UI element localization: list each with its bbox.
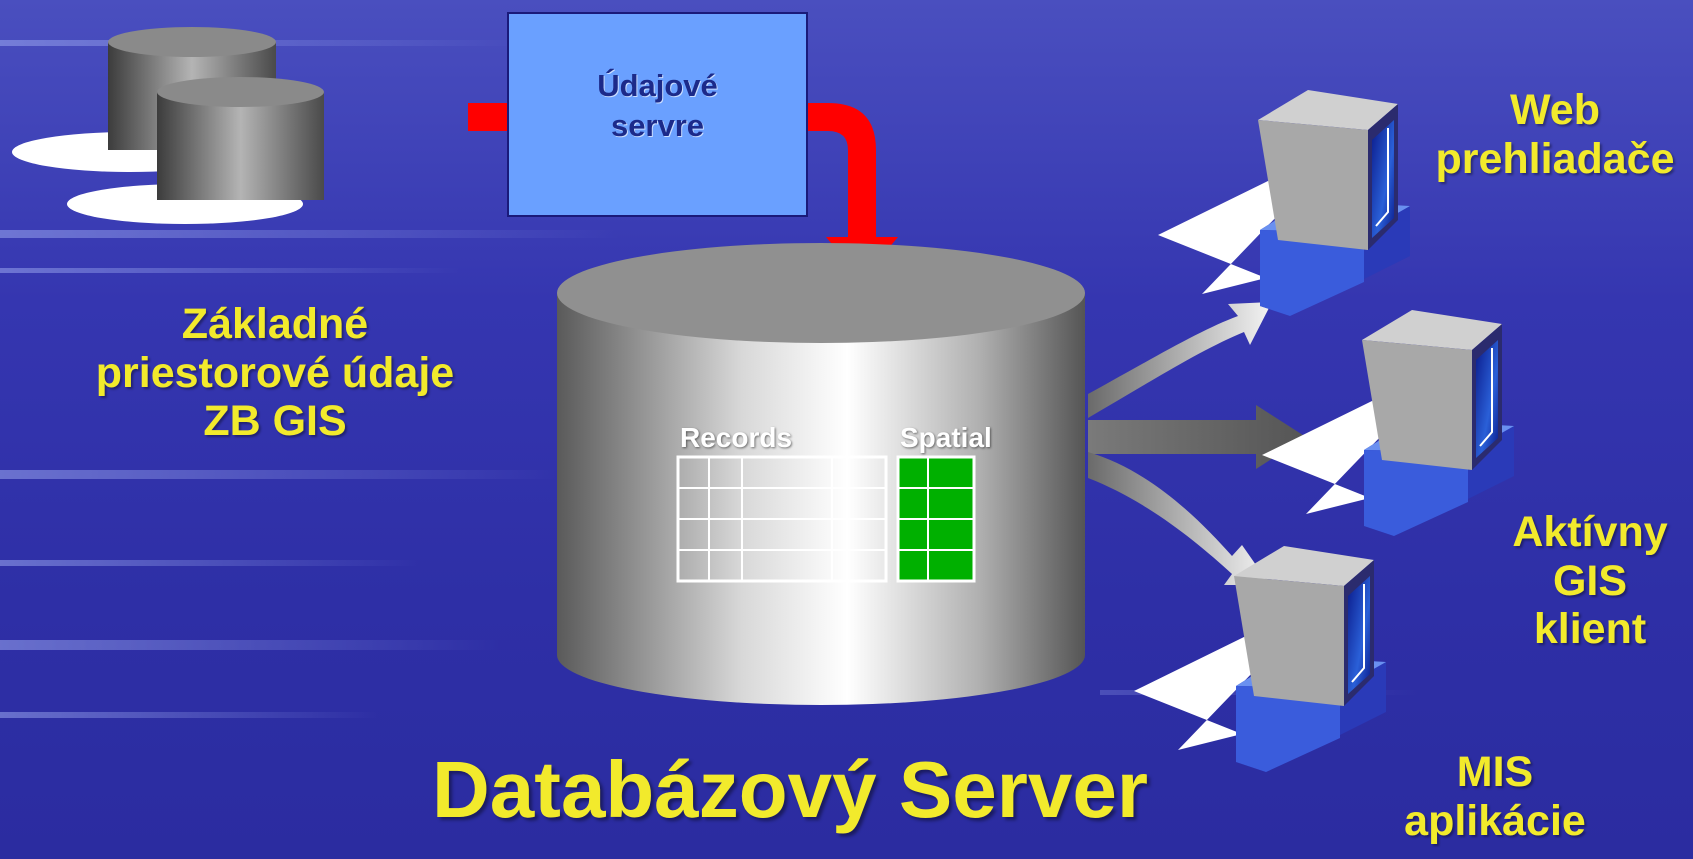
database-server-title: Databázový Server — [432, 745, 1148, 834]
mis-line-1: MIS — [1456, 748, 1534, 796]
mis-line-2: aplikácie — [1404, 796, 1586, 845]
data-servers-box: Údajové servre — [507, 12, 808, 217]
database-cylinder — [557, 243, 1085, 705]
spatial-label: Spatial — [900, 422, 992, 453]
basic-data-line-2: priestorové údaje — [95, 348, 455, 397]
basic-data-line-1: Základné — [181, 300, 369, 348]
basic-data-label: Základné priestorové údaje ZB GIS — [60, 300, 490, 446]
web-browsers-line-1: Web — [1510, 86, 1600, 134]
active-gis-line-3: klient — [1533, 605, 1647, 654]
records-table — [676, 455, 888, 583]
basic-data-line-3: ZB GIS — [203, 397, 347, 446]
mis-applications-label: MIS aplikácie — [1380, 748, 1610, 845]
source-database-icon — [12, 27, 324, 224]
data-servers-label: Údajové servre — [597, 68, 718, 143]
web-browser-computer-icon — [1158, 90, 1410, 316]
records-label: Records — [680, 422, 793, 453]
web-browsers-line-2: prehliadače — [1435, 134, 1675, 183]
active-gis-line-1: Aktívny — [1512, 508, 1668, 556]
red-connector — [468, 103, 898, 280]
active-gis-client-label: Aktívny GIS klient — [1490, 508, 1690, 654]
mis-computer-icon — [1134, 546, 1386, 772]
spatial-table — [896, 455, 976, 583]
web-browsers-label: Web prehliadače — [1420, 86, 1690, 183]
gis-client-computer-icon — [1262, 310, 1514, 536]
active-gis-line-2: GIS — [1552, 556, 1628, 605]
client-arrows — [1088, 302, 1306, 585]
